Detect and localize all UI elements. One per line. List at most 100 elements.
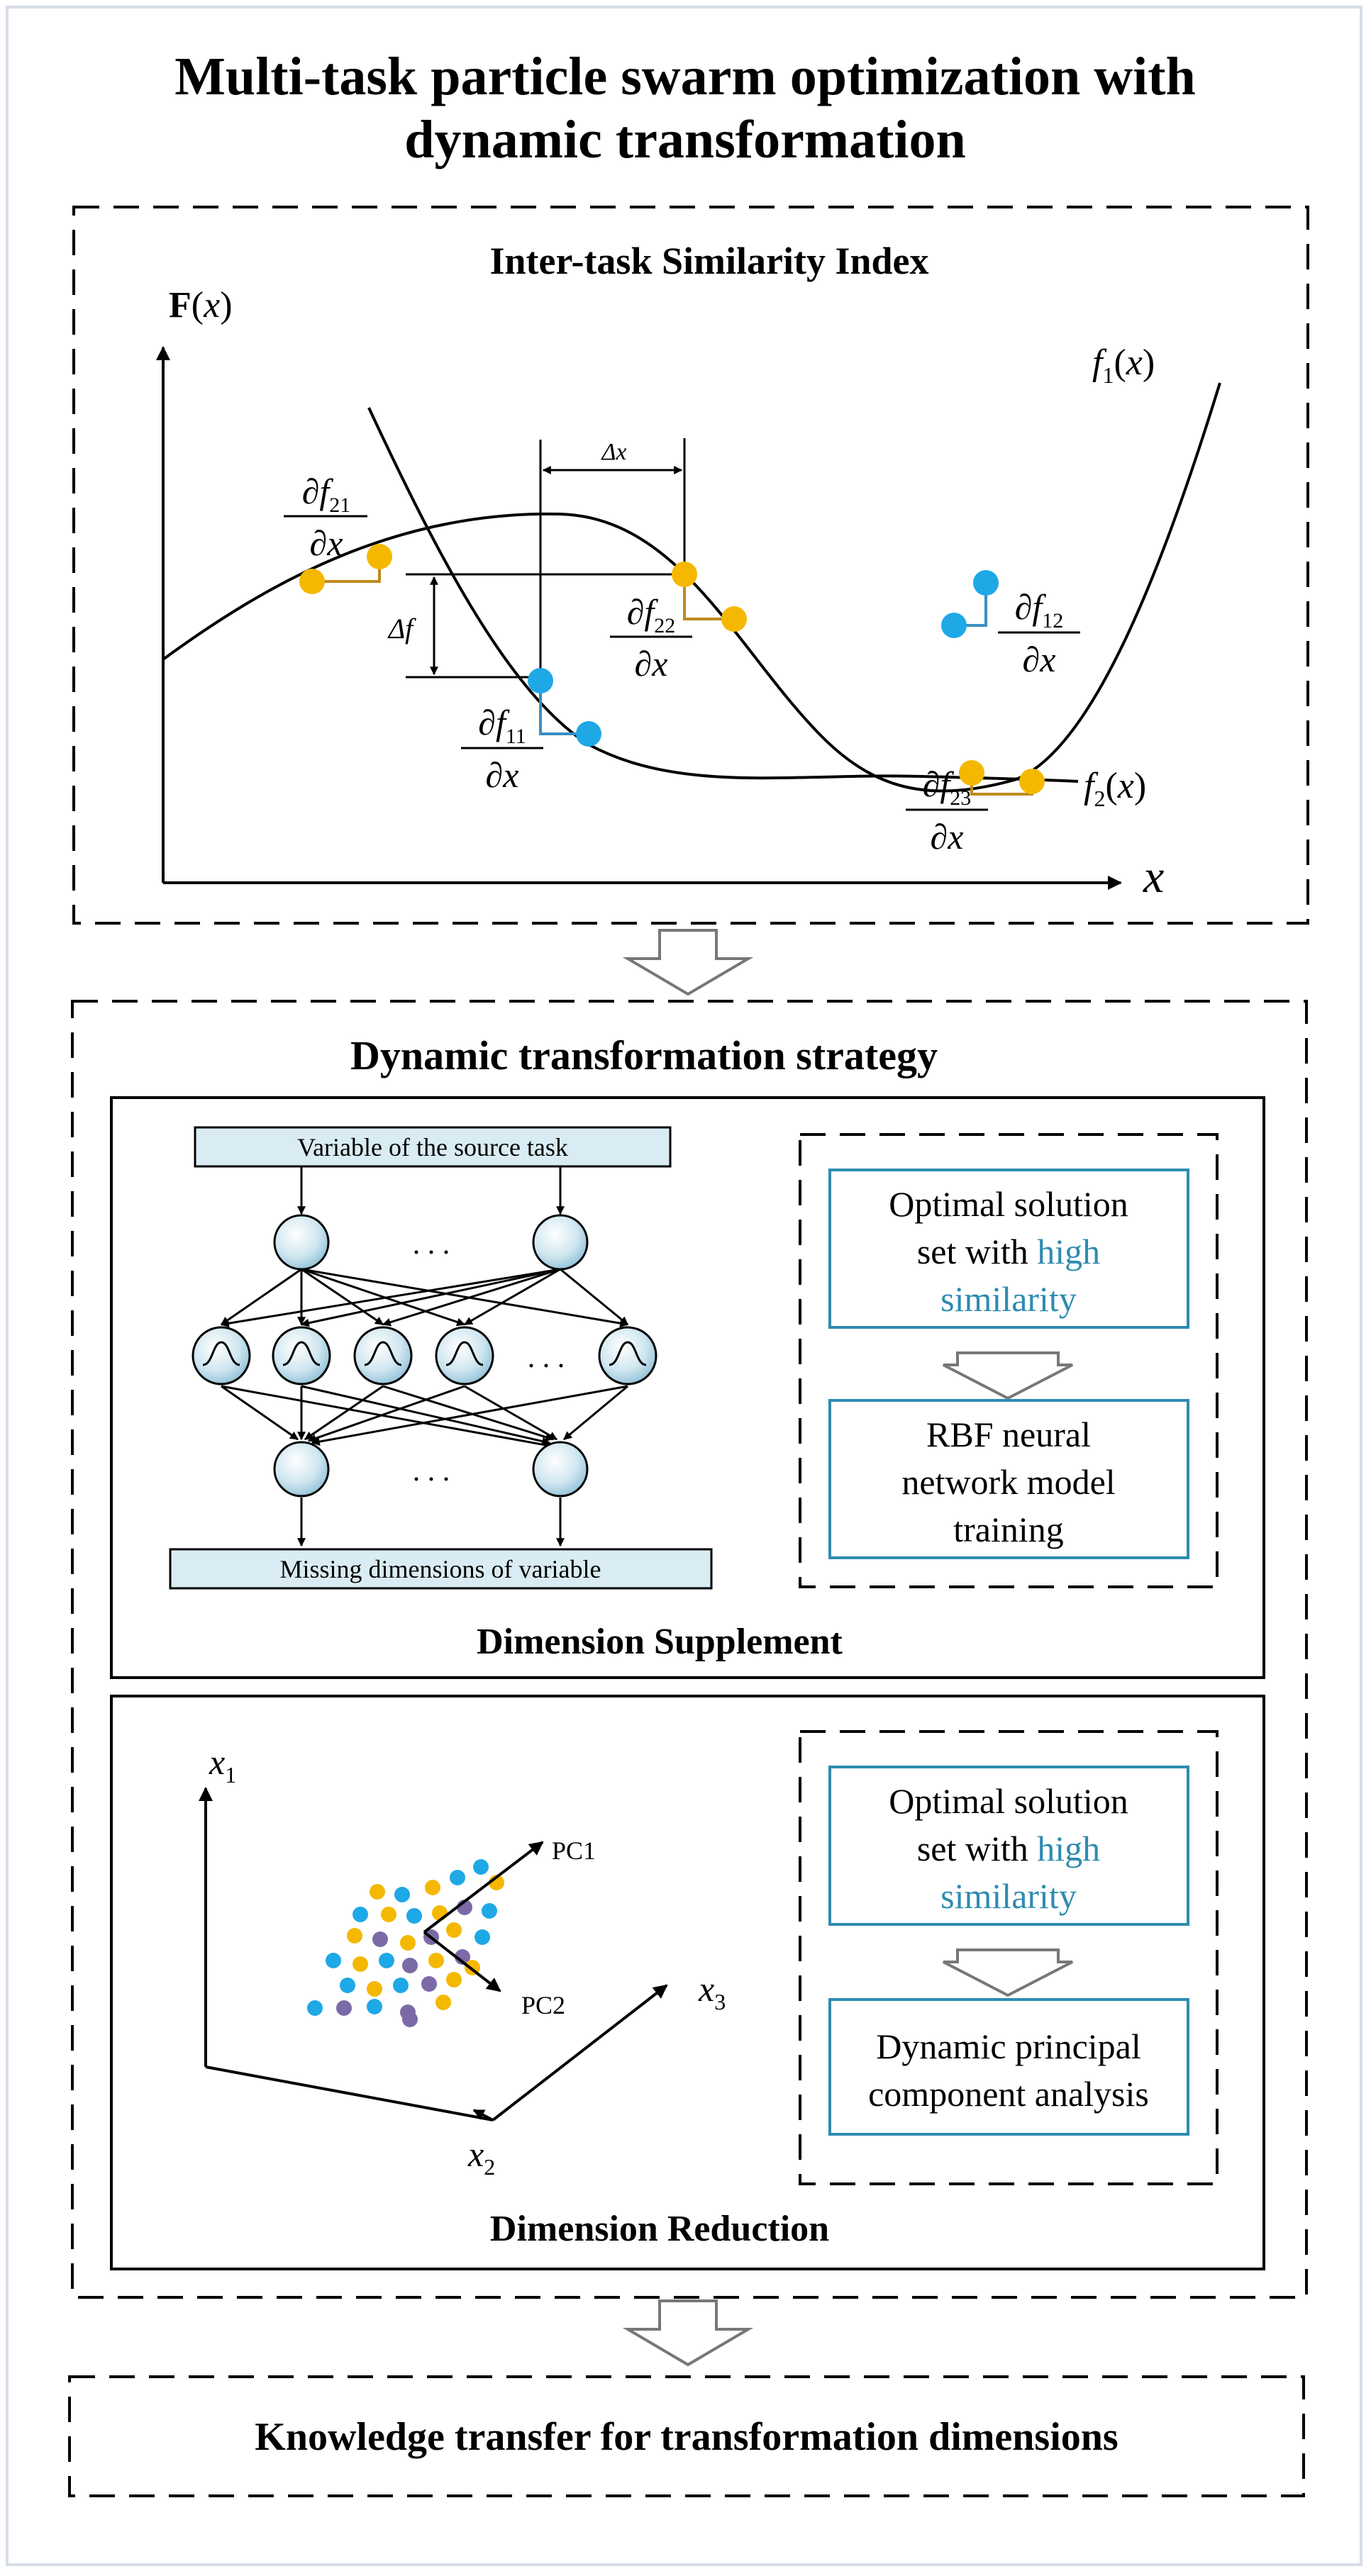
axis-x2-label: x2 (467, 2134, 495, 2180)
reduction-optimal-box (828, 1766, 1189, 1926)
nn-output-node-1 (273, 1441, 330, 1498)
tangent-22 (683, 574, 734, 620)
rbf-hidden-layer (192, 1326, 657, 1385)
deriv-22-label: ∂f22 ∂x (610, 592, 692, 684)
reduction-panel (110, 1695, 1265, 2270)
reduction-caption: Dimension Reduction (490, 2209, 829, 2249)
axis-base (205, 2065, 494, 2121)
curve-f2-label: f2(x) (1084, 766, 1146, 811)
pc1-label: PC1 (552, 1836, 596, 1865)
svg-text:∂f12: ∂f12 (1015, 587, 1064, 632)
axis-x3-label: x3 (698, 1969, 726, 2014)
svg-text:∂x: ∂x (1023, 640, 1056, 679)
pc2-arrow (423, 1931, 501, 1992)
supplement-caption: Dimension Supplement (477, 1622, 843, 1662)
reduction-optimal-line3: similarity (940, 1876, 1077, 1916)
pc1-arrow (423, 1841, 544, 1934)
missing-dims-bar (169, 1548, 713, 1590)
nn-connections-1 (220, 1268, 629, 1328)
point-f23-a (959, 760, 984, 786)
nn-output-node-2 (532, 1441, 589, 1498)
dynamic-panel (71, 1000, 1308, 2299)
source-variable-label: Variable of the source task (297, 1133, 568, 1161)
similarity-heading: Inter-task Similarity Index (490, 240, 929, 282)
nn-hidden-ellipsis: . . . (528, 1342, 565, 1374)
dynamic-heading: Dynamic transformation strategy (350, 1032, 938, 1078)
nn-connections-2 (221, 1385, 628, 1449)
supplement-rbf-box (828, 1399, 1189, 1559)
svg-text:∂x: ∂x (635, 644, 668, 684)
source-variable-bar (194, 1126, 672, 1168)
supplement-panel (110, 1096, 1265, 1679)
supplement-step-arrow (943, 1351, 1073, 1400)
reduction-pca-line2: component analysis (868, 2074, 1149, 2114)
flow-arrow-1 (622, 929, 754, 996)
rbf-node-2 (272, 1326, 331, 1385)
supplement-optimal-line3: similarity (940, 1279, 1077, 1319)
axis-x3 (492, 1984, 668, 2121)
svg-text:∂f22: ∂f22 (627, 592, 676, 637)
point-f12-b (973, 570, 999, 596)
deriv-12-label: ∂f12 ∂x (998, 587, 1080, 679)
rbf-node-4 (435, 1326, 494, 1385)
nn-output-ellipsis: . . . (413, 1455, 450, 1488)
supplement-steps-panel (799, 1133, 1219, 1588)
pca-scatter (307, 1859, 504, 2027)
curve-f1-label: f1(x) (1092, 342, 1155, 388)
reduction-pca-box (828, 1998, 1189, 2136)
delta-f-label: Δf (387, 613, 416, 645)
reduction-optimal-line1: Optimal solution (889, 1781, 1128, 1821)
point-f22-b (721, 606, 747, 632)
svg-text:∂f21: ∂f21 (302, 472, 351, 517)
svg-text:∂f11: ∂f11 (478, 703, 526, 748)
reduction-steps-panel (799, 1730, 1219, 2185)
rbf-node-1 (192, 1326, 251, 1385)
supplement-optimal-line1: Optimal solution (889, 1184, 1128, 1224)
point-f11-a (528, 668, 553, 693)
curve-f1 (162, 382, 1221, 793)
rbf-node-3 (353, 1326, 413, 1385)
point-f22-a (672, 562, 697, 587)
supplement-rbf-line1: RBF neural (926, 1415, 1091, 1454)
deriv-21-label: ∂f21 ∂x (284, 472, 367, 563)
rbf-node-5 (598, 1326, 657, 1385)
supplement-optimal-box (828, 1169, 1189, 1329)
similarity-panel (72, 206, 1309, 925)
title-line1: Multi-task particle swarm optimization w… (174, 47, 1196, 106)
nn-input-node-2 (532, 1214, 589, 1271)
supplement-rbf-line3: training (953, 1510, 1064, 1549)
svg-text:∂x: ∂x (486, 755, 519, 795)
reduction-step-arrow (943, 1948, 1073, 1997)
svg-text:∂x: ∂x (931, 817, 964, 857)
deriv-23-label: ∂f23 ∂x (906, 764, 988, 857)
flow-arrow-2 (622, 2299, 754, 2367)
outer-frame (6, 6, 1362, 2566)
point-f11-b (576, 721, 601, 747)
axis-x2-tip (472, 2109, 494, 2121)
delta-x-label: Δx (600, 439, 626, 465)
svg-text:∂f23: ∂f23 (923, 764, 972, 810)
y-axis-label: F(x) (169, 285, 233, 325)
knowledge-panel (68, 2375, 1305, 2497)
point-f12-a (941, 613, 967, 638)
supplement-rbf-line2: network model (901, 1462, 1115, 1502)
supplement-optimal-line2: set with high (917, 1232, 1100, 1271)
x-axis-label: x (1143, 851, 1164, 903)
pc2-label: PC2 (521, 1991, 565, 2019)
missing-dims-label: Missing dimensions of variable (280, 1555, 601, 1583)
knowledge-label: Knowledge transfer for transformation di… (255, 2415, 1118, 2459)
tangent-11 (539, 681, 589, 735)
deriv-11-label: ∂f11 ∂x (461, 703, 543, 795)
nn-input-node-1 (273, 1214, 330, 1271)
title-line2: dynamic transformation (404, 110, 966, 169)
reduction-optimal-line2: set with high (917, 1829, 1100, 1868)
curve-f2 (367, 407, 1079, 783)
reduction-pca-line1: Dynamic principal (876, 2026, 1141, 2066)
nn-input-ellipsis: . . . (413, 1228, 450, 1261)
point-f21-b (367, 544, 392, 569)
point-f23-b (1019, 769, 1045, 794)
axis-x1-label: x1 (209, 1742, 236, 1788)
svg-text:∂x: ∂x (310, 523, 343, 563)
point-f21-a (299, 569, 325, 594)
